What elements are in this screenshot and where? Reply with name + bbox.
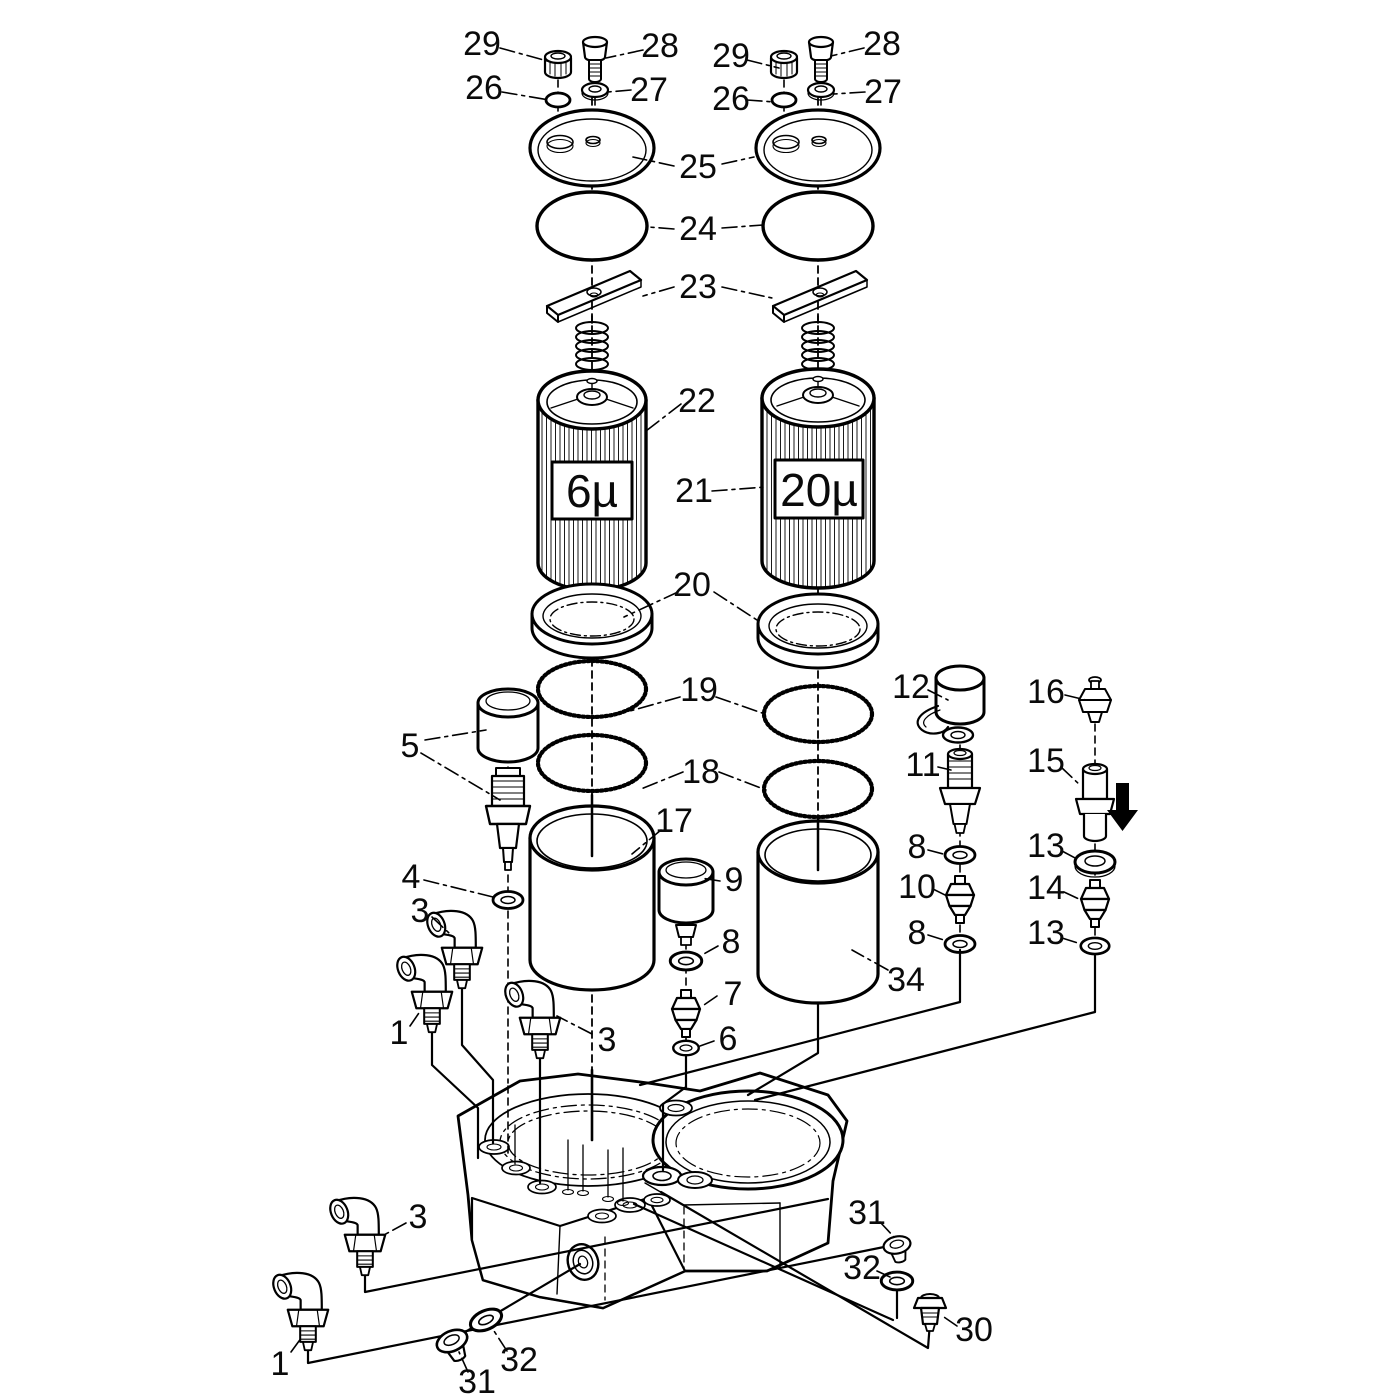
fitting-30: [912, 1293, 948, 1332]
part-label-23: 23: [679, 268, 717, 306]
manifold-base: [456, 1071, 849, 1310]
part-label-34: 34: [887, 961, 925, 999]
part-label-13-upper: 13: [1027, 827, 1065, 865]
part-label-11: 11: [905, 746, 940, 784]
filter-bowl-17: [528, 793, 656, 992]
part-label-27-left: 27: [630, 71, 668, 109]
part-label-7: 7: [724, 975, 743, 1013]
cup-ring-right: [756, 592, 880, 670]
part-label-13-lower: 13: [1027, 914, 1065, 952]
part-label-27-right: 27: [864, 73, 902, 111]
part-label-8-middle: 8: [722, 923, 741, 961]
part-label-22: 22: [678, 382, 716, 420]
seal-ring-4: [491, 890, 525, 910]
oring-13-lower: [1079, 936, 1111, 956]
part-label-17: 17: [655, 802, 693, 840]
side-port: [566, 1243, 600, 1281]
part-label-8-right-lower: 8: [908, 914, 927, 952]
filter-cartridge-6u: 6µ: [536, 369, 648, 592]
part-label-20: 20: [673, 566, 711, 604]
part-label-28-right: 28: [863, 25, 901, 63]
part-label-3-lower: 3: [409, 1198, 428, 1236]
part-label-14: 14: [1027, 869, 1065, 907]
part-label-15: 15: [1027, 742, 1065, 780]
part-label-5: 5: [401, 727, 420, 765]
filter-rating-6u: 6µ: [566, 465, 618, 517]
part-label-30: 30: [955, 1311, 993, 1349]
part-label-18: 18: [682, 753, 720, 791]
filter-bowl-34: [756, 818, 880, 1005]
part-labels: 29 28 26 27 29 28 26 27 25 24 23 22 21 2…: [271, 25, 1065, 1400]
part-label-8-right-upper: 8: [908, 828, 927, 866]
part-label-24: 24: [679, 210, 717, 248]
part-label-29-left: 29: [463, 25, 501, 63]
part-label-3-center: 3: [598, 1021, 617, 1059]
cup-ring-left: [530, 582, 654, 660]
filter-rating-20u: 20µ: [780, 464, 858, 516]
part-label-19: 19: [680, 671, 718, 709]
part-label-31-right: 31: [848, 1194, 886, 1232]
rating-plate-6u: [550, 460, 634, 521]
insert-direction-arrow: [1107, 783, 1138, 831]
part-label-28-left: 28: [641, 27, 679, 65]
oring-8-right-upper: [943, 845, 977, 865]
oring-8-middle: [668, 950, 704, 972]
rating-plate-20u: [773, 458, 865, 520]
part-label-1-lower: 1: [271, 1345, 290, 1383]
part-label-4: 4: [402, 858, 421, 896]
pressure-switch-5: [476, 687, 540, 1084]
part-label-26-left: 26: [465, 69, 503, 107]
part-label-10: 10: [898, 868, 936, 906]
part-label-31-left: 31: [458, 1363, 496, 1400]
part-label-16: 16: [1027, 673, 1065, 711]
part-label-25: 25: [679, 148, 717, 186]
part-label-3-upper: 3: [411, 892, 430, 930]
bypass-chain-right: [916, 664, 986, 949]
part-label-1-upper: 1: [390, 1014, 409, 1052]
part-label-12: 12: [892, 668, 930, 706]
leader-lines: [290, 47, 1087, 1373]
part-label-21: 21: [675, 472, 713, 510]
part-label-9: 9: [725, 861, 744, 899]
oring-6: [672, 1039, 700, 1057]
part-label-6: 6: [719, 1020, 738, 1058]
part-label-29-right: 29: [712, 37, 750, 75]
filter-cartridge-20u: 20µ: [760, 367, 876, 590]
part-label-32-right: 32: [843, 1249, 881, 1287]
part-label-32-left: 32: [500, 1341, 538, 1379]
check-valve-chain: [1073, 676, 1138, 949]
part-label-26-right: 26: [712, 80, 750, 118]
